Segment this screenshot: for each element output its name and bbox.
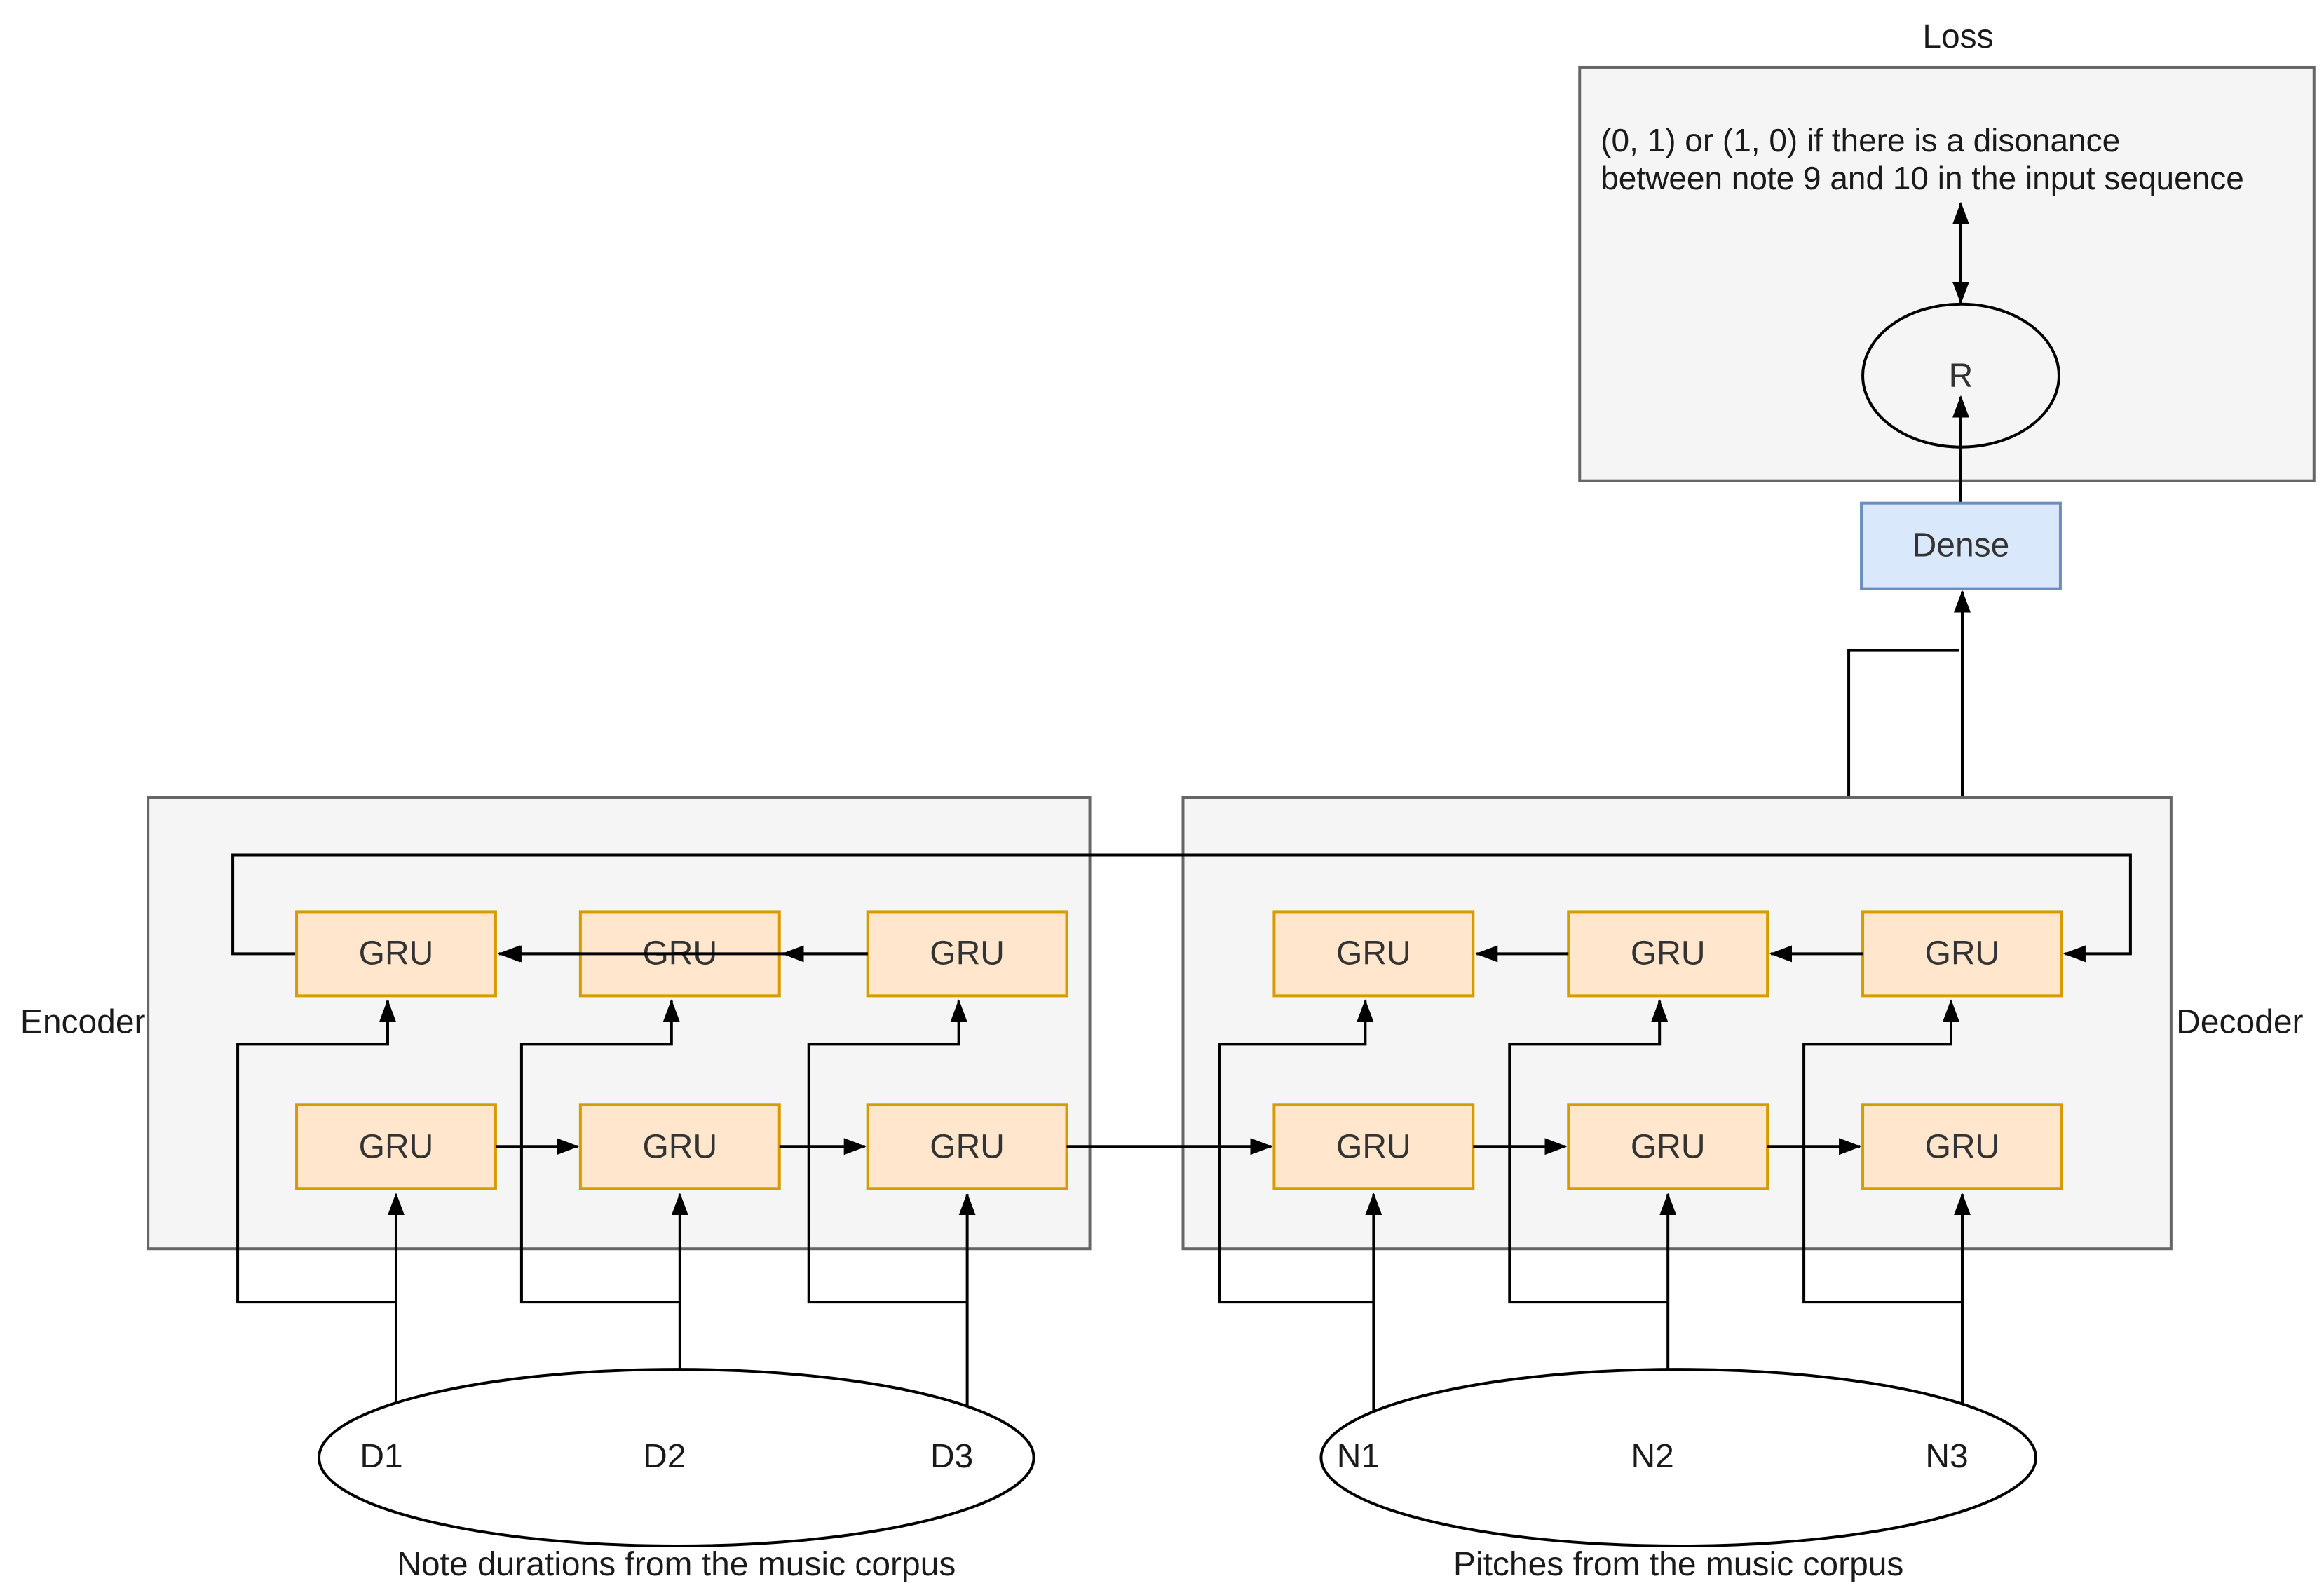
gru-label: GRU [1336, 1128, 1411, 1165]
input-label-n2: N2 [1631, 1438, 1674, 1475]
d2-branch-wire [519, 999, 680, 1304]
decoder-label: Decoder [2176, 1003, 2303, 1040]
encoder-top-gru-1 [295, 910, 497, 998]
gru-label: GRU [359, 935, 434, 972]
decoder-top-gru-1 [1272, 910, 1475, 998]
input-label-n1: N1 [1337, 1438, 1380, 1475]
loss-text-line1: (0, 1) or (1, 0) if there is a disonance [1601, 122, 2120, 158]
gru-label: GRU [1925, 935, 2000, 972]
encoder-top-gru-3 [866, 910, 1068, 998]
gru-label: GRU [1336, 935, 1411, 972]
durations-ellipse [318, 1368, 1035, 1548]
input-label-d3: D3 [930, 1438, 973, 1475]
dense-box [1860, 501, 2062, 590]
gru-label: GRU [930, 935, 1005, 972]
encoder-label: Encoder [20, 1003, 146, 1040]
gru-label: GRU [1925, 1128, 2000, 1165]
encoder-bottom-gru-3 [866, 1103, 1068, 1190]
gru-label: GRU [642, 1128, 717, 1165]
encoder-bottom-gru-1 [295, 1103, 497, 1190]
gru-label: GRU [1631, 935, 1706, 972]
d3-branch-wire [807, 999, 967, 1304]
decoder-bottom-gru-1 [1272, 1103, 1475, 1190]
decoder-top-gru-3 [1861, 910, 2063, 998]
n2-branch-wire [1508, 999, 1669, 1304]
gru-label: GRU [359, 1128, 434, 1165]
n3-branch-wire [1802, 999, 1962, 1304]
gru-label: GRU [1631, 1128, 1706, 1165]
encoder-to-decoder-backward-wire [231, 853, 2132, 963]
loss-box [1578, 65, 2316, 482]
durations-caption: Note durations from the music corpus [397, 1546, 956, 1583]
d1-branch-wire [236, 999, 396, 1304]
input-label-n3: N3 [1925, 1438, 1968, 1475]
r-node-label: R [1949, 358, 1973, 395]
gru-label: GRU [930, 1128, 1005, 1165]
pitches-caption: Pitches from the music corpus [1453, 1546, 1903, 1583]
loss-text-line2: between note 9 and 10 in the input seque… [1601, 160, 2244, 196]
input-label-d1: D1 [360, 1438, 402, 1475]
decoder-bottom-gru-3 [1861, 1103, 2063, 1190]
input-label-d2: D2 [643, 1438, 686, 1475]
loss-title: Loss [1922, 18, 1993, 55]
encoder-bottom-gru-2 [578, 1103, 781, 1190]
decoder-top-gru-2 [1567, 910, 1769, 998]
n1-branch-wire [1218, 999, 1374, 1304]
dense-label: Dense [1912, 527, 2010, 564]
pitches-ellipse [1319, 1368, 2037, 1548]
decoder-bottom-gru-2 [1567, 1103, 1769, 1190]
